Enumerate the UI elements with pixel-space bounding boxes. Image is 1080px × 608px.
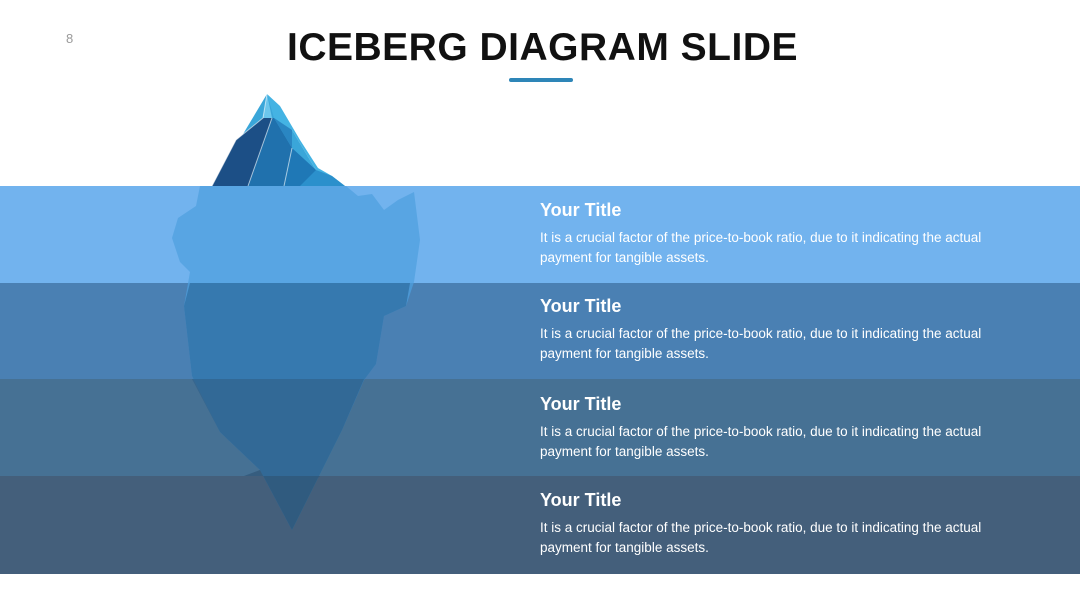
level-2-title: Your Title xyxy=(540,296,622,316)
title-underline xyxy=(509,78,573,82)
level-4-description: It is a crucial factor of the price-to-b… xyxy=(540,520,982,555)
level-3-text: Your Title It is a crucial factor of the… xyxy=(540,393,1030,462)
level-2-text: Your Title It is a crucial factor of the… xyxy=(540,295,1030,364)
level-1-title: Your Title xyxy=(540,200,622,220)
level-4-title: Your Title xyxy=(540,490,622,510)
level-1-text: Your Title It is a crucial factor of the… xyxy=(540,199,1030,268)
slide-title: ICEBERG DIAGRAM SLIDE xyxy=(286,26,799,69)
level-2-description: It is a crucial factor of the price-to-b… xyxy=(540,326,982,361)
level-4-text: Your Title It is a crucial factor of the… xyxy=(540,489,1030,558)
slide-number: 8 xyxy=(66,31,74,46)
level-3-title: Your Title xyxy=(540,394,622,414)
level-3-description: It is a crucial factor of the price-to-b… xyxy=(540,424,982,459)
iceberg-tip xyxy=(211,93,345,187)
level-1-description: It is a crucial factor of the price-to-b… xyxy=(540,230,982,265)
